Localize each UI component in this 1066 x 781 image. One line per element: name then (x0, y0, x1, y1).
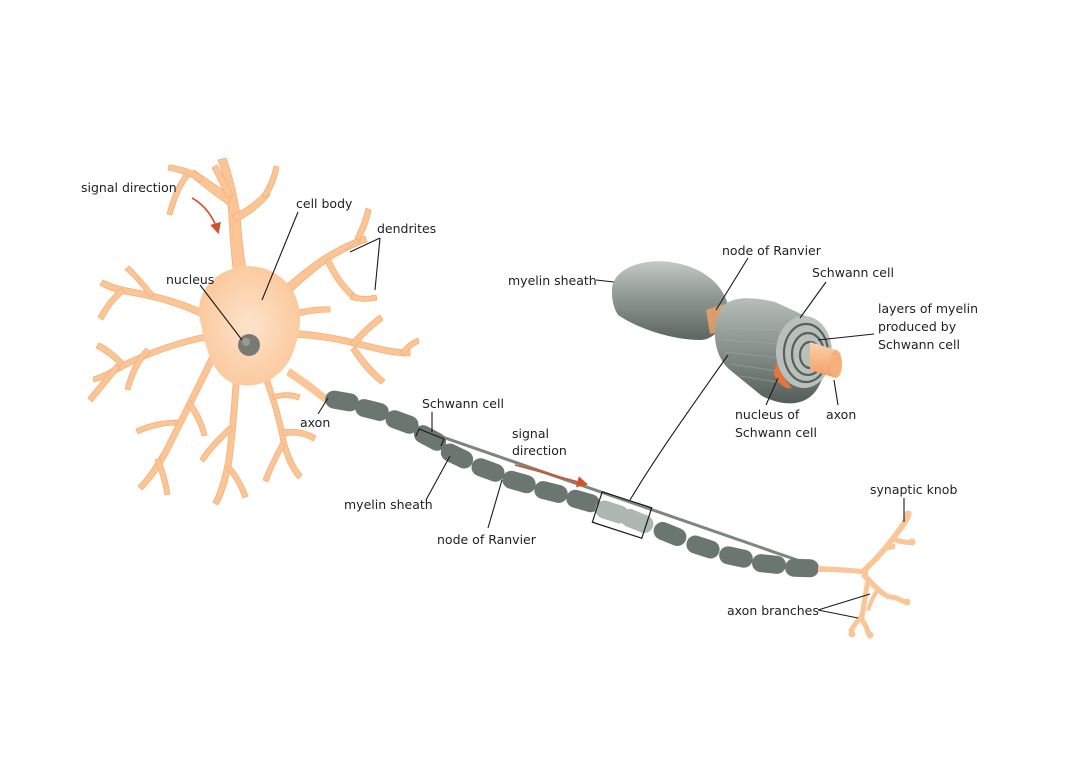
inset-myelin-sheath (612, 261, 728, 340)
schwann-nucleus (774, 362, 792, 389)
myelin-segment (752, 554, 786, 574)
label-nucleus-of: nucleus of (735, 407, 800, 422)
label-cell-body: cell body (296, 196, 353, 211)
myelin-segment (502, 470, 536, 494)
zoom-leader-line (629, 354, 729, 501)
arrow-right-icon (514, 464, 589, 488)
label-axon-branches: axon branches (727, 603, 819, 618)
myelin-segment (595, 500, 629, 524)
label-axon: axon (300, 415, 330, 430)
myelin-segment (413, 425, 447, 451)
curved-arrow-icon (191, 197, 221, 235)
labels: signal direction cell body dendrites nuc… (81, 180, 978, 618)
synaptic-knob (904, 510, 912, 518)
label-layers-line1: layers of myelin (878, 301, 978, 316)
myelin-segment (355, 399, 389, 421)
myelin-segment (385, 410, 419, 434)
label-nucleus-schwann-cell: Schwann cell (735, 425, 817, 440)
myelin-segment (785, 558, 819, 578)
label-inset-myelin-sheath: myelin sheath (508, 273, 597, 288)
label-direction: direction (512, 443, 567, 458)
myelin-segment (653, 522, 687, 546)
myelin-segment (471, 458, 505, 482)
label-schwann-cell: Schwann cell (422, 396, 504, 411)
nucleus (238, 334, 260, 356)
label-inset-axon: axon (826, 407, 856, 422)
label-layers-line3: Schwann cell (878, 337, 960, 352)
axon-branches-group (818, 510, 916, 639)
myelin-segment (534, 481, 568, 503)
myelin-segment (440, 443, 474, 469)
label-node-of-ranvier: node of Ranvier (437, 532, 537, 547)
label-dendrites: dendrites (377, 221, 436, 236)
label-inset-node-of-ranvier: node of Ranvier (722, 243, 822, 258)
myelin-segment (566, 489, 600, 513)
axon-hillock (286, 368, 330, 404)
label-layers-line2: produced by (878, 319, 957, 334)
myelin-segment (719, 546, 753, 568)
synaptic-knob (908, 538, 916, 546)
label-signal-direction: signal direction (81, 180, 177, 195)
myelinated-axon (325, 390, 821, 578)
schwann-cell-bracket (415, 428, 445, 447)
label-nucleus: nucleus (166, 272, 214, 287)
dendrites (87, 157, 420, 506)
nucleus-highlight (242, 338, 250, 346)
inset-3d-sheath (612, 261, 842, 404)
label-inset-schwann-cell: Schwann cell (812, 265, 894, 280)
zoom-box (591, 490, 653, 540)
cell-body (199, 266, 300, 386)
label-synaptic-knob: synaptic knob (870, 482, 957, 497)
synaptic-knob (866, 631, 874, 639)
leader-lines (199, 211, 905, 619)
label-signal: signal (512, 426, 549, 441)
synaptic-knob (848, 630, 856, 638)
inset-axon-end (830, 350, 842, 378)
myelin-segment (686, 535, 720, 559)
myelin-segments (325, 390, 819, 578)
synaptic-knob (903, 598, 911, 606)
cell-body-group (87, 157, 420, 506)
myelin-segment (325, 390, 359, 412)
label-myelin-sheath: myelin sheath (344, 497, 433, 512)
